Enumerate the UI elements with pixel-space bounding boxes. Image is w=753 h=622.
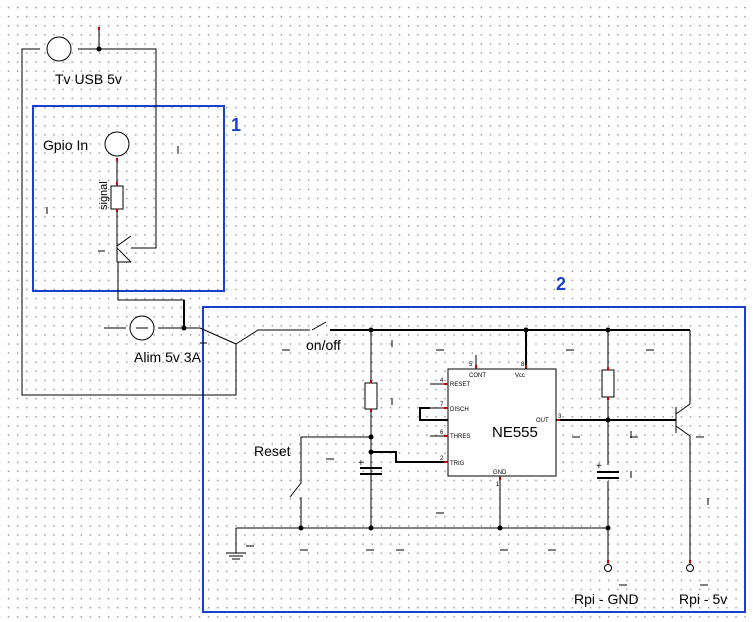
- pin-reset-label: RESET: [450, 382, 470, 388]
- pin-trig-label: TRIG: [450, 461, 465, 467]
- pin-3-number: 3: [558, 414, 562, 420]
- rpi-5v-terminal: [686, 564, 694, 572]
- r2-resistor-symbol: [601, 369, 615, 398]
- c2-capacitor-symbol: [597, 471, 619, 479]
- c1-capacitor-symbol: [360, 467, 382, 475]
- pin-1-number: 1: [496, 482, 500, 488]
- pin-2-number: 2: [440, 456, 444, 462]
- ground-symbol: [226, 552, 246, 560]
- pin-markers: [98, 27, 691, 563]
- pin-out-label: OUT: [536, 418, 549, 424]
- block-2-label: 2: [556, 274, 566, 294]
- ne555-label: NE555: [492, 424, 538, 441]
- rpi-5v-label: Rpi - 5v: [679, 591, 727, 607]
- rpi-gnd-label: Rpi - GND: [574, 591, 639, 607]
- signal-resistor-symbol: [110, 185, 124, 210]
- c2-plus-label: +: [596, 461, 602, 472]
- pin-gnd-label: GND: [493, 470, 507, 476]
- c1-plus-label: +: [358, 458, 364, 469]
- alim-label: Alim 5v 3A: [134, 349, 202, 365]
- tv-usb-source-symbol: [46, 36, 72, 62]
- rpi-gnd-terminal: [604, 564, 612, 572]
- block-1-frame: [32, 105, 225, 292]
- on-off-label: on/off: [306, 337, 341, 353]
- tv-usb-label: Tv USB 5v: [55, 71, 122, 87]
- block-2-frame: [202, 306, 746, 613]
- ne555-chip: [447, 368, 557, 477]
- pin-6-number: 6: [440, 430, 444, 436]
- pin-vcc-label: Vcc: [515, 373, 525, 379]
- pin-thres-label: THRES: [450, 434, 470, 440]
- pin-disch-label: DISCH: [450, 407, 469, 413]
- pin-8-number: 8: [521, 362, 525, 368]
- tick-marks: [46, 146, 709, 586]
- pin-5-number: 5: [469, 362, 473, 368]
- junctions: [96, 46, 611, 531]
- wires: [21, 27, 691, 564]
- signal-label: signal: [98, 181, 110, 210]
- r1-resistor-symbol: [364, 382, 378, 410]
- reset-label: Reset: [254, 443, 291, 459]
- pin-4-number: 4: [440, 378, 444, 384]
- block-1-label: 1: [231, 115, 241, 135]
- pin-cont-label: CONT: [469, 373, 486, 379]
- gpio-in-label: Gpio In: [43, 137, 88, 153]
- gpio-in-source-symbol: [104, 131, 130, 157]
- thick-wires: [183, 300, 690, 463]
- pin-7-number: 7: [440, 402, 444, 408]
